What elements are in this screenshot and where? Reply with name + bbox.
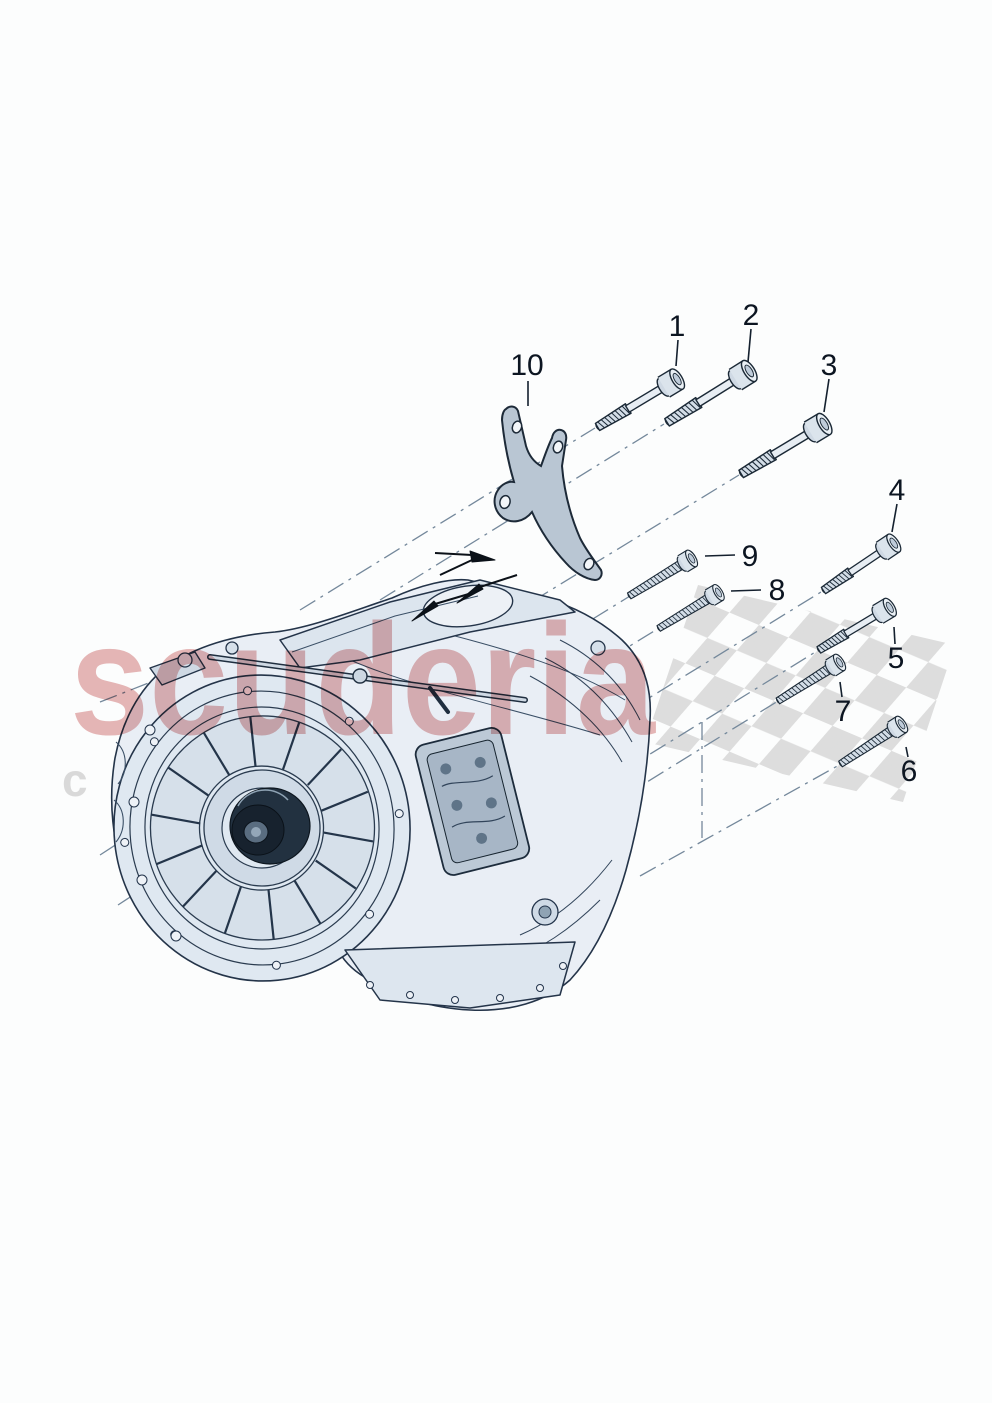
- mechatronics-unit: [414, 727, 531, 876]
- oil-pan: [344, 898, 576, 1009]
- callout-1-leader: [675, 339, 679, 367]
- callout-9-leader: [704, 554, 736, 557]
- bolt-part-3: [733, 410, 836, 486]
- callout-7-leader: [839, 681, 843, 698]
- callout-2-label: 2: [743, 299, 760, 332]
- insertion-arrows: [411, 550, 518, 622]
- callout-7-label: 7: [835, 695, 852, 728]
- callout-4-label: 4: [889, 474, 906, 507]
- bolt-part-4: [816, 531, 905, 601]
- callout-5-leader: [893, 626, 896, 645]
- callout-6-label: 6: [901, 755, 918, 788]
- checkered-flag-watermark: [645, 585, 955, 802]
- callout-8-leader: [730, 589, 762, 592]
- callout-3-label: 3: [821, 349, 838, 382]
- clutch-hub: [229, 787, 311, 865]
- callout-2-leader: [747, 328, 752, 363]
- mounting-lugs: [113, 640, 606, 942]
- callout-6-leader: [905, 746, 909, 758]
- watermark-brand: scuderia: [70, 592, 656, 768]
- callout-10-label: 10: [510, 349, 543, 382]
- callout-4-leader: [891, 503, 898, 533]
- callouts: 1 2 3 4 5 6 7 8 9 10: [510, 299, 917, 788]
- bolt-part-1: [590, 365, 689, 438]
- callout-9-label: 9: [742, 540, 759, 573]
- selector-rod: [207, 654, 528, 714]
- transmission-drawing: [110, 550, 652, 1012]
- bracket-part-10: [493, 405, 603, 582]
- flywheel-bolt-holes: [120, 686, 404, 970]
- callout-5-label: 5: [888, 642, 905, 675]
- callout-1-label: 1: [669, 310, 686, 343]
- callout-8-label: 8: [769, 574, 786, 607]
- top-plate: [279, 579, 576, 669]
- callout-3-leader: [823, 378, 830, 413]
